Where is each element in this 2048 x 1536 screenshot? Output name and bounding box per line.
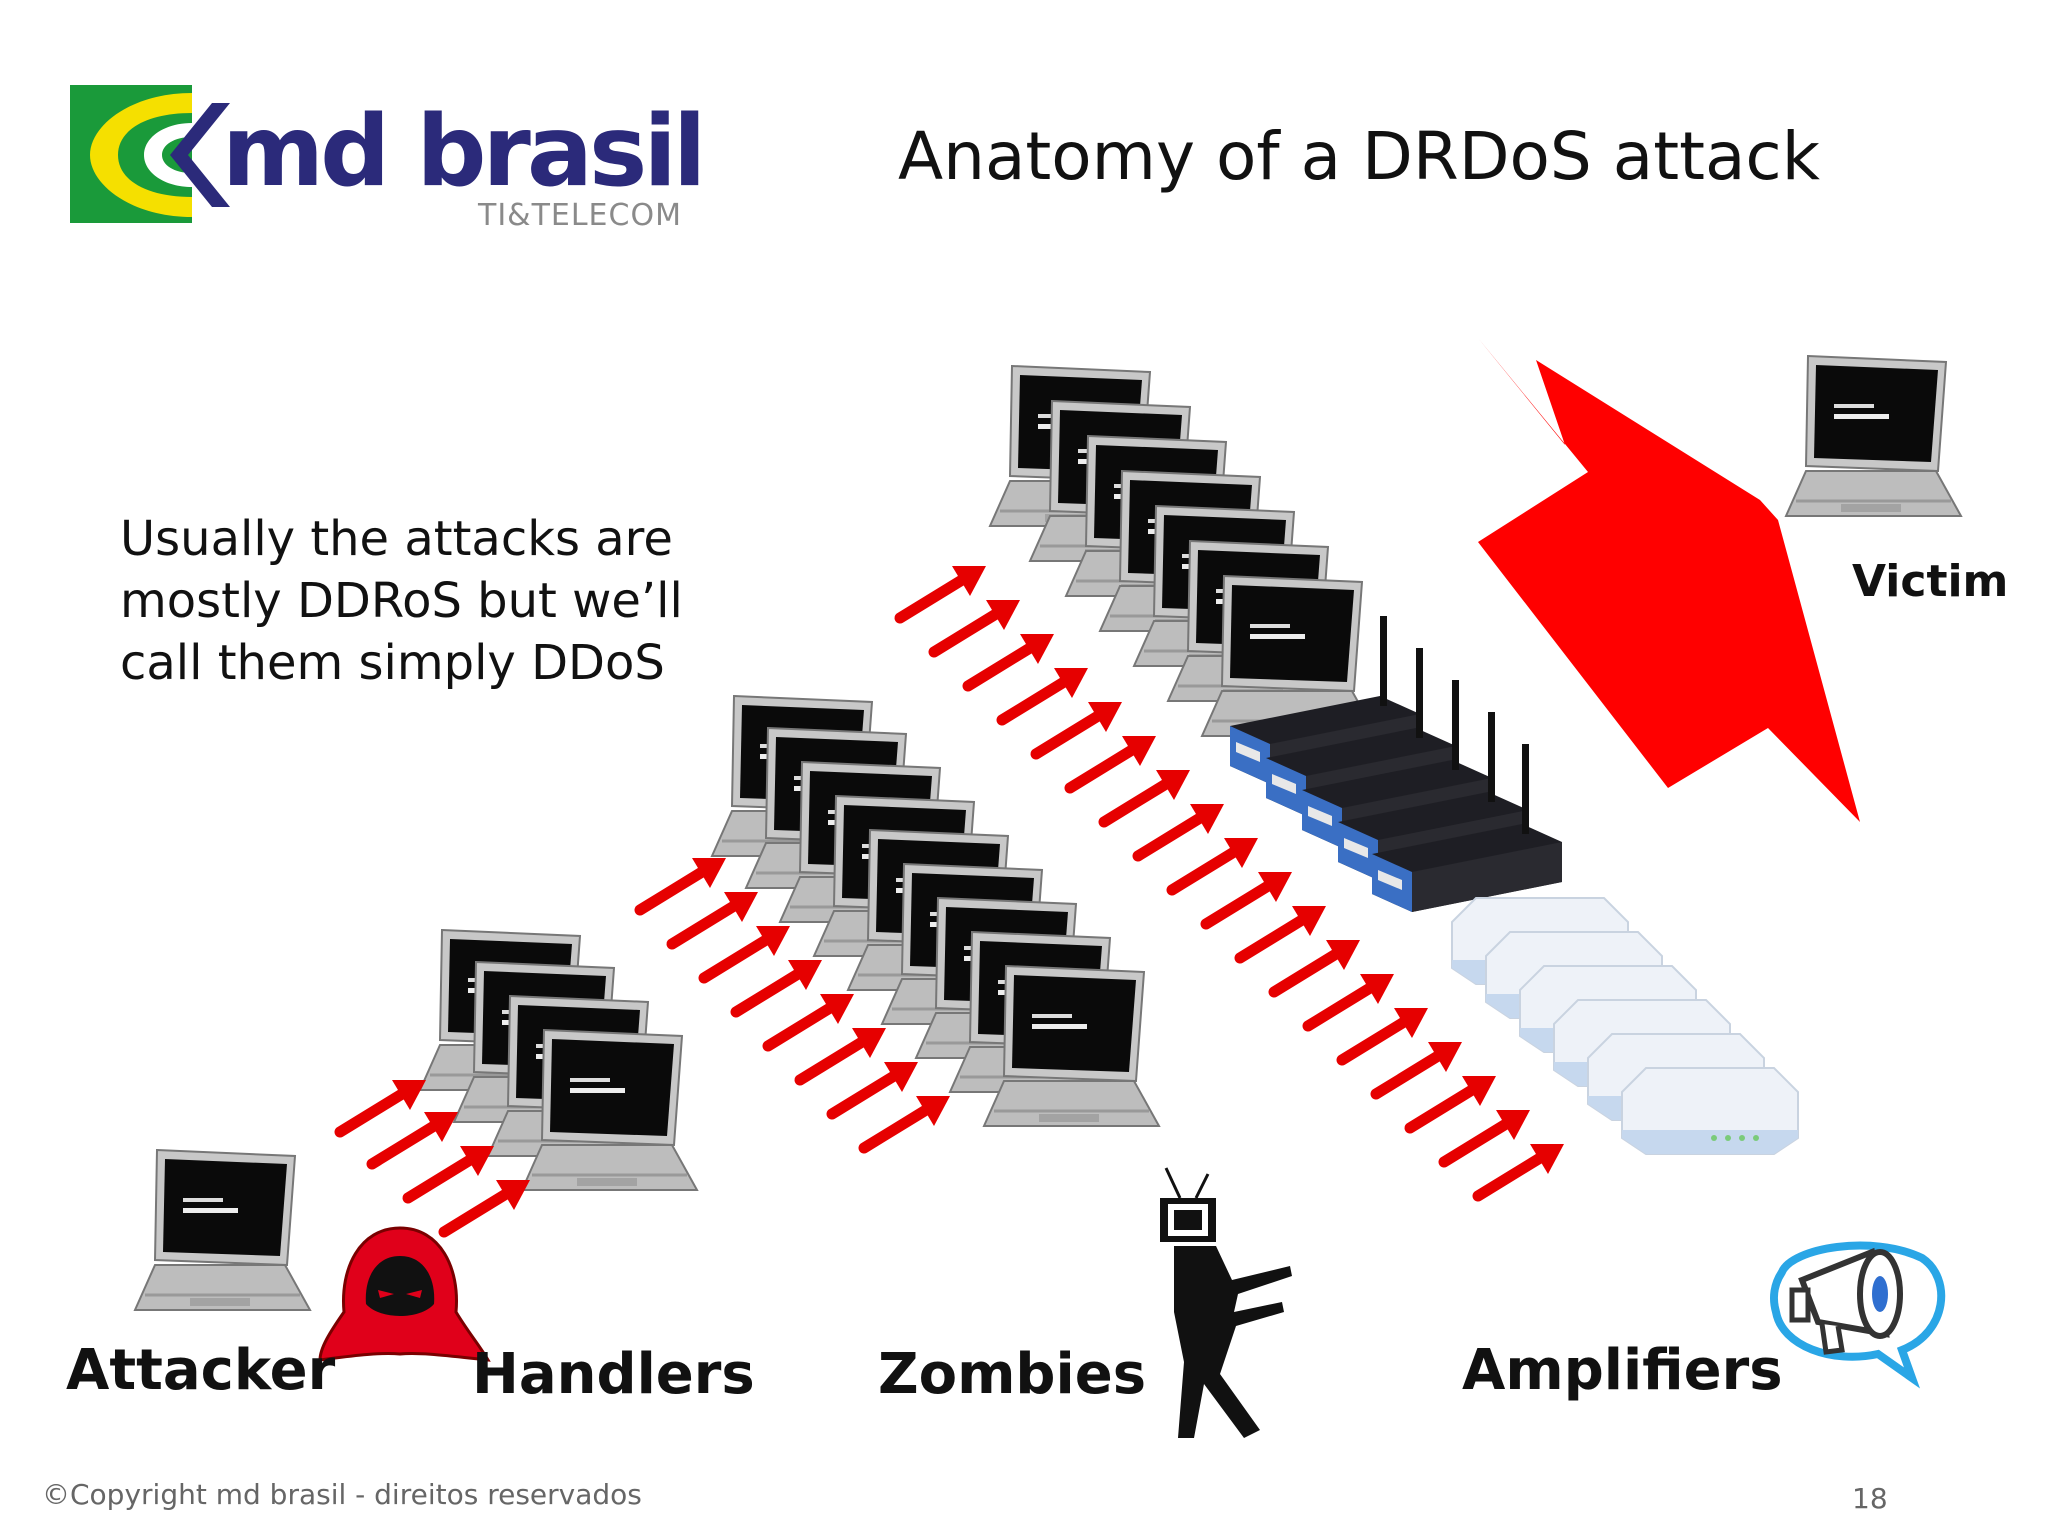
handler-laptops (710, 694, 1161, 1128)
note-text: Usually the attacks are mostly DDRoS but… (120, 508, 760, 694)
big-attack-arrow (1478, 338, 1860, 822)
hooded-figure-icon (318, 1226, 491, 1362)
label-amplifiers: Amplifiers (1462, 1338, 1783, 1403)
slide-title: Anatomy of a DRDoS attack (898, 118, 1820, 195)
page-number: 18 (1852, 1482, 1888, 1515)
note-line: Usually the attacks are (120, 511, 673, 567)
note-line: mostly DDRoS but we’ll (120, 573, 683, 629)
attacker-laptop (133, 1148, 312, 1312)
label-zombies: Zombies (878, 1342, 1147, 1407)
note-line: call them simply DDoS (120, 635, 665, 691)
zombie-laptops-upper (988, 364, 1379, 738)
label-handlers: Handlers (472, 1342, 755, 1407)
logo-wordmark: md brasil (222, 95, 703, 209)
label-victim: Victim (1852, 556, 2009, 607)
label-attacker: Attacker (66, 1338, 336, 1403)
tv-head-zombie-icon (1160, 1167, 1292, 1438)
md-brasil-logo: md brasil TI&TELECOM (70, 85, 720, 235)
victim-laptop (1784, 354, 1963, 518)
megaphone-icon (1770, 1241, 1946, 1389)
first-hop-laptops (418, 928, 699, 1192)
logo-tagline: TI&TELECOM (477, 198, 682, 233)
footer-copyright: ©Copyright md brasil - direitos reservad… (42, 1478, 642, 1511)
